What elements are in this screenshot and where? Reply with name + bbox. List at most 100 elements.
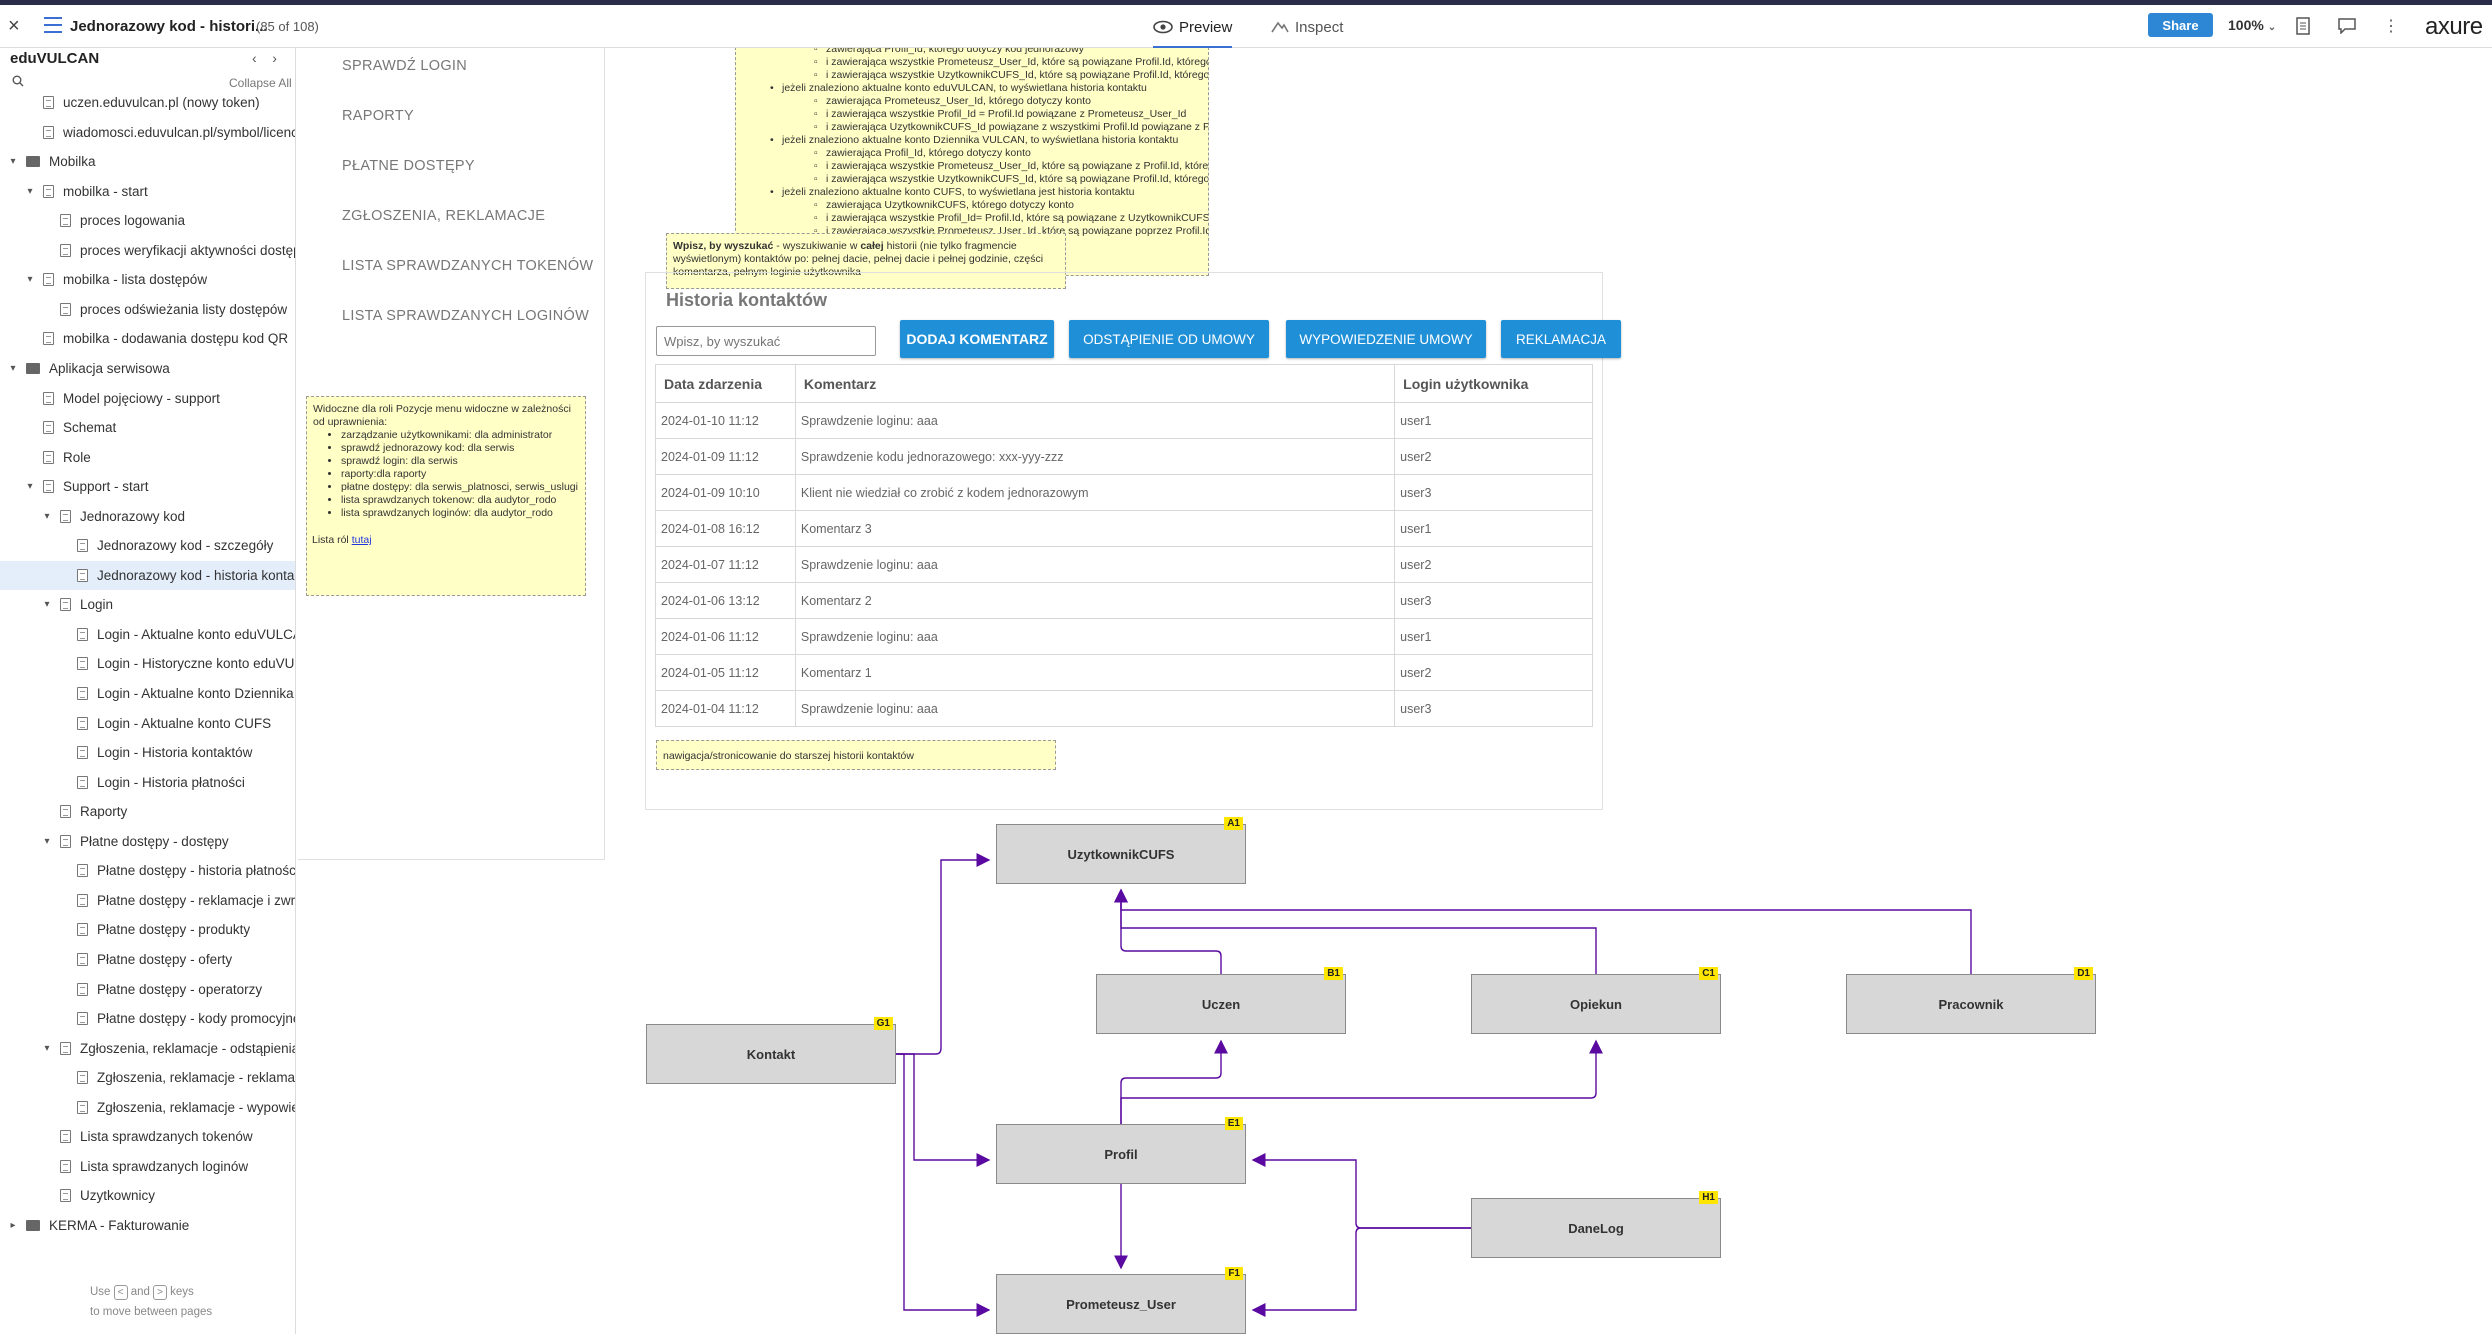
sidebar-item[interactable]: proces odświeżania listy dostępów [0, 295, 295, 324]
sidebar-item[interactable]: Role [0, 443, 295, 472]
search-input[interactable] [656, 326, 876, 356]
sidebar-item-label: Płatne dostępy - operatorzy [97, 981, 263, 997]
page-icon [60, 1159, 71, 1173]
share-button[interactable]: Share [2148, 13, 2213, 37]
hamburger-menu-icon[interactable] [44, 17, 62, 33]
sidebar-item[interactable]: Płatne dostępy - kody promocyjne [0, 1004, 296, 1033]
sidebar-item[interactable]: Płatne dostępy - oferty [0, 945, 295, 974]
table-cell: 2024-01-09 11:12 [655, 438, 796, 475]
table-cell: 2024-01-10 11:12 [655, 402, 796, 439]
bullet-icon: ▫ [814, 48, 818, 55]
sidebar-item[interactable]: ▾Zgłoszenia, reklamacje - odstąpienia [0, 1034, 295, 1063]
expand-caret-icon[interactable]: ▾ [44, 599, 50, 611]
sidebar-item[interactable]: ▾Support - start [0, 472, 295, 501]
sidebar-item[interactable]: Login - Historyczne konto eduVULCAN [0, 649, 295, 678]
connector-line [1251, 1153, 1471, 1229]
sidebar-item[interactable]: Płatne dostępy - produkty [0, 915, 295, 944]
sidebar-item[interactable]: ▾ mobilka - lista dostępów [0, 265, 295, 294]
sidebar-item[interactable]: Jednorazowy kod - szczegóły [0, 531, 295, 560]
expand-caret-icon[interactable]: ▸ [10, 1219, 16, 1231]
chevron-right-icon[interactable]: › [272, 50, 277, 66]
sidebar-item[interactable]: ▾ Login [0, 590, 295, 619]
sidebar-item[interactable]: ▾Aplikacja serwisowa [0, 354, 295, 383]
add-comment-button[interactable]: DODAJ KOMENTARZ [900, 320, 1054, 358]
expand-caret-icon[interactable]: ▾ [27, 481, 33, 493]
notes-icon[interactable] [2292, 15, 2314, 37]
inspect-tab[interactable]: Inspect [1271, 11, 1343, 43]
folder-icon [26, 362, 40, 374]
sidebar-item[interactable]: Raporty [0, 797, 295, 826]
sidebar-item[interactable]: Model pojęciowy - support [0, 384, 295, 413]
sidebar-item[interactable]: ▾mobilka - start [0, 177, 295, 206]
sidebar-item[interactable]: ▸KERMA - Fakturowanie [0, 1211, 295, 1240]
sidebar-item-label: Płatne dostępy - kody promocyjne [97, 1011, 296, 1027]
expand-caret-icon[interactable]: ▾ [27, 274, 33, 286]
sidebar-item[interactable]: Zgłoszenia, reklamacje - reklamacje [0, 1063, 295, 1092]
expand-caret-icon[interactable]: ▾ [27, 185, 33, 197]
more-options-icon[interactable]: ⋮ [2383, 18, 2399, 35]
sidebar-item[interactable]: Jednorazowy kod - historia kontaktów [0, 560, 295, 590]
zoom-select[interactable]: 100% ⌄ [2228, 17, 2276, 33]
nav-platne-dostepy[interactable]: PŁATNE DOSTĘPY [342, 158, 475, 174]
collapse-all-button[interactable]: Collapse All [229, 76, 292, 90]
sidebar-item-label: Login [80, 597, 114, 613]
expand-caret-icon[interactable]: ▾ [44, 1042, 50, 1054]
sidebar-item[interactable]: ▾Jednorazowy kod [0, 502, 295, 531]
sidebar-item[interactable]: proces weryfikacji aktywności dostępu [0, 236, 295, 265]
roles-link[interactable]: tutaj [351, 534, 372, 546]
termination-button[interactable]: WYPOWIEDZENIE UMOWY [1286, 320, 1486, 358]
expand-caret-icon[interactable]: ▾ [10, 362, 16, 374]
sidebar-item[interactable]: Login - Aktualne konto Dziennika VULCAN [0, 679, 295, 708]
key-left-icon: < [113, 1285, 128, 1300]
sidebar-item[interactable]: Uzytkownicy [0, 1181, 295, 1210]
sidebar-item[interactable]: Płatne dostępy - historia płatności [0, 856, 295, 885]
sidebar-item[interactable]: Schemat [0, 413, 295, 442]
sidebar-item[interactable]: Lista sprawdzanych tokenów [0, 1122, 295, 1151]
expand-caret-icon[interactable]: ▾ [44, 510, 50, 522]
sidebar-item[interactable]: wiadomosci.eduvulcan.pl/symbol/licencja [0, 118, 295, 147]
sidebar-item[interactable]: Login - Historia kontaktów [0, 738, 295, 767]
nav-sprawdz-login[interactable]: SPRAWDŹ LOGIN [342, 58, 468, 74]
note-line: ▫i zawierająca wszystkie Profil_Id = Pro… [742, 108, 1202, 121]
sidebar-item-label: Mobilka [49, 154, 96, 170]
complaint-button[interactable]: REKLAMACJA [1501, 320, 1621, 358]
sidebar-item[interactable]: uczen.eduvulcan.pl (nowy token) [0, 88, 295, 117]
chevron-left-icon[interactable]: ‹ [252, 50, 257, 66]
expand-caret-icon[interactable]: ▾ [10, 156, 16, 168]
sidebar-item[interactable]: Login - Aktualne konto eduVULCAN [0, 620, 295, 649]
nav-lista-tokenow[interactable]: LISTA SPRAWDZANYCH TOKENÓW [342, 258, 594, 274]
table-cell: 2024-01-05 11:12 [655, 654, 796, 691]
expand-caret-icon[interactable]: ▾ [44, 835, 50, 847]
sidebar-item[interactable]: Zgłoszenia, reklamacje - wypowiedzenia [0, 1093, 295, 1122]
preview-tab[interactable]: Preview [1153, 11, 1233, 49]
sidebar-item[interactable]: ▾ Mobilka [0, 147, 295, 176]
sidebar-item[interactable]: Płatne dostępy - operatorzy [0, 975, 295, 1004]
sidebar-item[interactable]: ▾Płatne dostępy - dostępy [0, 827, 295, 856]
table-cell: Sprawdzenie loginu: aaa [794, 690, 1396, 727]
comments-icon[interactable] [2336, 15, 2358, 37]
sidebar-item[interactable]: Login - Aktualne konto CUFS [0, 709, 295, 738]
sidebar-item[interactable]: Płatne dostępy - reklamacje i zwroty [0, 886, 295, 915]
nav-lista-loginow[interactable]: LISTA SPRAWDZANYCH LOGINÓW [342, 308, 590, 324]
nav-zgloszenia-reklamacje[interactable]: ZGŁOSZENIA, REKLAMACJE [342, 208, 546, 224]
sidebar-item[interactable]: mobilka - dodawania dostępu kod QR [0, 324, 295, 353]
sidebar-item[interactable]: Login - Historia płatności [0, 768, 295, 797]
search-icon[interactable] [12, 75, 24, 90]
withdrawal-button[interactable]: ODSTĄPIENIE OD UMOWY [1069, 320, 1269, 358]
sidebar-item[interactable]: proces logowania [0, 206, 295, 235]
sidebar-item-label: mobilka - lista dostępów [63, 272, 208, 288]
sidebar-item[interactable]: Lista sprawdzanych loginów [0, 1152, 295, 1181]
nav-raporty[interactable]: RAPORTY [342, 108, 414, 124]
close-icon[interactable]: × [8, 15, 20, 37]
page-icon [77, 982, 88, 996]
table-cell: user2 [1394, 546, 1593, 583]
